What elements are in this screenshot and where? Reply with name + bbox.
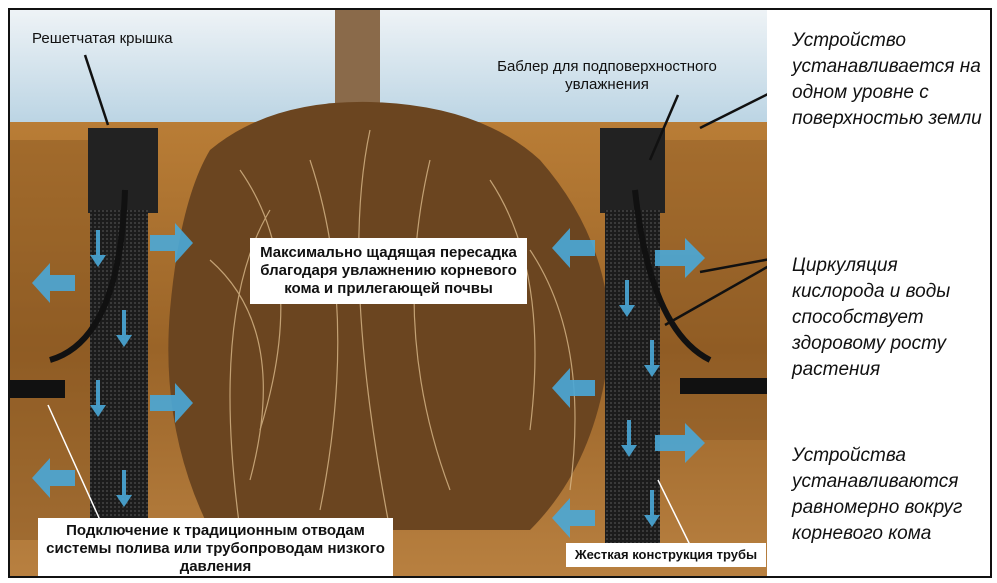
note-circulation: Циркуляция кислорода и воды способствует… bbox=[792, 255, 951, 380]
note-ground-level: Устройство устанавливается на одном уров… bbox=[792, 30, 982, 129]
root-watering-illustration bbox=[10, 10, 767, 576]
label-connection: Подключение к традиционным отводам систе… bbox=[38, 518, 393, 576]
label-grate-cap: Решетчатая крышка bbox=[32, 30, 173, 47]
tree-trunk bbox=[335, 10, 380, 110]
label-rigid-pipe: Жесткая конструкция трубы bbox=[566, 543, 766, 567]
note-even-placement: Устройства устанавливаются равномерно во… bbox=[792, 445, 963, 544]
pointer-lines bbox=[83, 54, 767, 327]
root-ball bbox=[168, 101, 610, 530]
water-arrows bbox=[32, 223, 705, 538]
left-pipe bbox=[10, 128, 158, 540]
label-center: Максимально щадящая пересадка благодаря … bbox=[250, 238, 527, 304]
diagram-frame: Решетчатая крышка Баблер для подповерхно… bbox=[8, 8, 992, 578]
label-bubbler: Баблер для подповерхностного увлажнения bbox=[497, 58, 717, 93]
